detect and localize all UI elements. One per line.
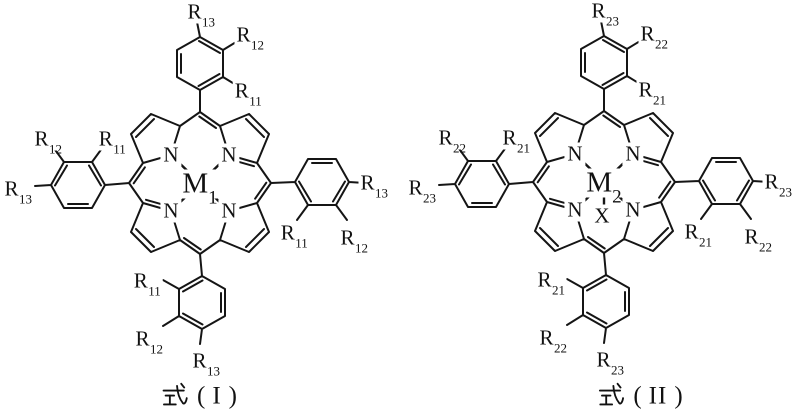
nitrogen-label-se-f1: N	[218, 199, 240, 223]
r11-label-right-phenyl-f1: R11	[278, 220, 310, 251]
caption-formula-2: ( II )	[597, 382, 683, 410]
nitrogen-label-nw-f2: N	[564, 142, 586, 166]
r22-label-bottom-phenyl-f2: R22	[537, 325, 569, 356]
r21-label-bottom-phenyl-f2: R21	[535, 267, 567, 298]
caption-numeral-2: II	[648, 382, 668, 410]
r13-label-bottom-phenyl-f1: R13	[190, 348, 222, 379]
r22-label-left-phenyl-f2: R22	[436, 125, 468, 156]
r13-label-right-phenyl-f1: R13	[358, 170, 390, 201]
nitrogen-label-nw-f1: N	[160, 143, 182, 167]
r23-label-left-phenyl-f2: R23	[406, 175, 438, 206]
caption-paren-open: (	[197, 382, 206, 410]
caption-paren-open: (	[633, 382, 642, 410]
r23-label-bottom-phenyl-f2: R23	[594, 347, 626, 378]
r12-label-right-phenyl-f1: R12	[338, 225, 370, 256]
r21-label-right-phenyl-f2: R21	[682, 219, 714, 250]
r21-label-top-phenyl-f2: R21	[636, 77, 668, 108]
r13-label-top-phenyl-f1: R13	[185, 0, 217, 30]
nitrogen-label-sw-f2: N	[564, 198, 586, 222]
r23-label-top-phenyl-f2: R23	[589, 0, 621, 29]
nitrogen-label-se-f2: N	[622, 198, 644, 222]
metal-center-label-m2: M2	[583, 168, 625, 206]
axial-ligand-label-x: X	[590, 204, 614, 228]
r23-label-right-phenyl-f2: R23	[762, 169, 794, 200]
r21-label-left-phenyl-f2: R21	[500, 125, 532, 156]
caption-paren-close: )	[228, 382, 237, 410]
shi-character-glyph	[162, 382, 188, 406]
r11-label-top-phenyl-f1: R11	[232, 78, 264, 109]
r13-label-left-phenyl-f1: R13	[2, 176, 34, 207]
nitrogen-label-ne-f1: N	[218, 143, 240, 167]
caption-formula-1: ( I )	[161, 382, 237, 410]
caption-paren-close: )	[674, 382, 683, 410]
r11-label-bottom-phenyl-f1: R11	[131, 268, 163, 299]
r11-label-left-phenyl-f1: R11	[96, 126, 128, 157]
r12-label-left-phenyl-f1: R12	[32, 126, 64, 157]
r12-label-bottom-phenyl-f1: R12	[133, 326, 165, 357]
shi-character-glyph	[598, 382, 625, 406]
metal-center-label-m1: M1	[179, 169, 221, 207]
r22-label-top-phenyl-f2: R22	[638, 21, 670, 52]
caption-numeral-1: I	[212, 382, 222, 410]
nitrogen-label-sw-f1: N	[160, 199, 182, 223]
r22-label-right-phenyl-f2: R22	[742, 224, 774, 255]
nitrogen-label-ne-f2: N	[622, 142, 644, 166]
r12-label-top-phenyl-f1: R12	[234, 22, 266, 53]
